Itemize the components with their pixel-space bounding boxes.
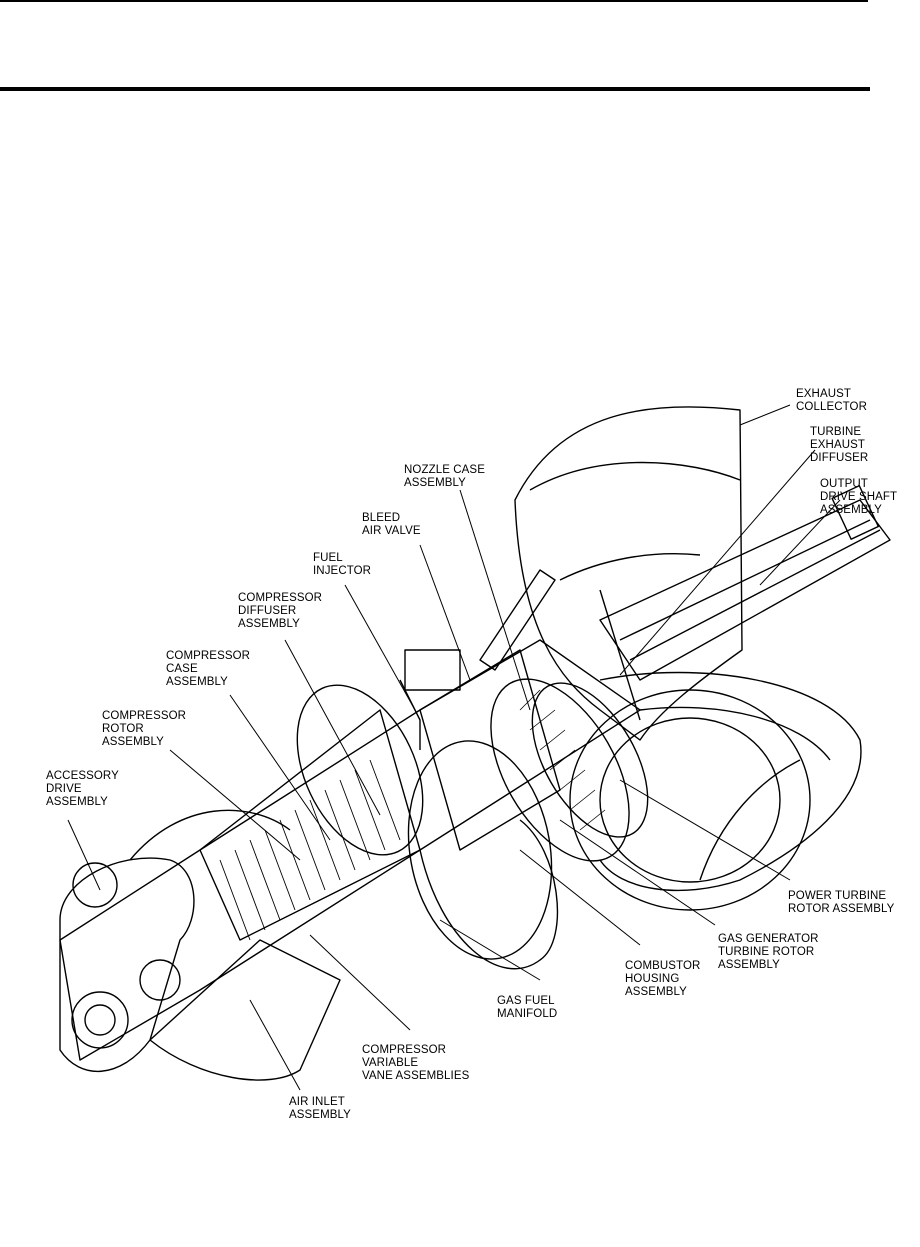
header-rule-bottom	[0, 87, 870, 91]
air-inlet	[149, 939, 341, 1081]
exhaust-volute	[599, 671, 862, 892]
label-compressor-case-assembly: COMPRESSOR CASE ASSEMBLY	[166, 650, 251, 688]
gas-turbine-cutaway-diagram: EXHAUST COLLECTOR TURBINE EXHAUST DIFFUS…	[0, 380, 920, 1140]
label-nozzle-case-assembly: NOZZLE CASE ASSEMBLY	[404, 464, 485, 489]
accessory-drive-housing	[59, 857, 195, 1072]
compressor-section	[199, 709, 421, 941]
engine-drawing	[59, 404, 891, 1091]
label-turbine-exhaust-diffuser: TURBINE EXHAUST DIFFUSER	[810, 426, 869, 464]
label-compressor-rotor-assembly: COMPRESSOR ROTOR ASSEMBLY	[102, 710, 187, 748]
label-bleed-air-valve: BLEED AIR VALVE	[362, 512, 421, 537]
label-compressor-diffuser-assembly: COMPRESSOR DIFFUSER ASSEMBLY	[238, 592, 323, 630]
output-drive-shaft	[599, 499, 891, 681]
combustor-housing	[419, 649, 561, 851]
label-fuel-injector: FUEL INJECTOR	[313, 552, 372, 577]
label-air-inlet-assembly: AIR INLET ASSEMBLY	[289, 1096, 351, 1121]
label-combustor-housing-assembly: COMBUSTOR HOUSING ASSEMBLY	[625, 960, 701, 998]
bleed-air-valve-box	[404, 649, 461, 691]
turbine-rotor	[490, 678, 630, 862]
label-compressor-variable-vane-assemblies: COMPRESSOR VARIABLE VANE ASSEMBLIES	[362, 1044, 470, 1082]
label-exhaust-collector: EXHAUST COLLECTOR	[796, 388, 867, 413]
label-output-drive-shaft-assembly: OUTPUT DRIVE SHAFT ASSEMBLY	[820, 478, 898, 516]
header-rule-top	[0, 0, 868, 2]
label-gas-fuel-manifold: GAS FUEL MANIFOLD	[497, 995, 558, 1020]
engine-main-casing	[59, 639, 641, 1061]
label-power-turbine-rotor-assembly: POWER TURBINE ROTOR ASSEMBLY	[788, 890, 895, 915]
label-accessory-drive-assembly: ACCESSORY DRIVE ASSEMBLY	[46, 770, 119, 808]
label-gas-generator-turbine-rotor-assembly: GAS GENERATOR TURBINE ROTOR ASSEMBLY	[718, 933, 819, 971]
gas-fuel-manifold	[419, 819, 559, 970]
bleed-duct	[479, 569, 556, 671]
exhaust-collector-housing	[514, 406, 743, 741]
